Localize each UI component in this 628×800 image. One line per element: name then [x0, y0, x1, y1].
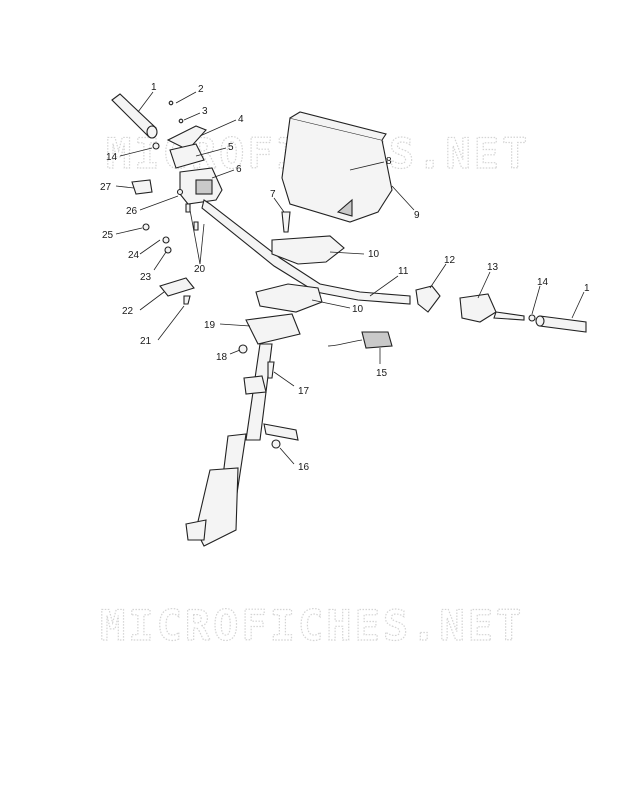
- callout-27: 27: [100, 182, 112, 193]
- callout-4: 4: [238, 114, 244, 125]
- part-17-bolt: [267, 361, 275, 379]
- callout-16: 16: [298, 462, 310, 473]
- callout-13: 13: [487, 262, 499, 273]
- callout-15: 15: [376, 368, 388, 379]
- steering-post: [185, 343, 273, 547]
- part-15-heater: [327, 331, 393, 349]
- callout-20: 20: [194, 264, 206, 275]
- part-12-lever: [415, 285, 441, 313]
- callout-7: 7: [270, 189, 276, 200]
- callout-18: 18: [216, 352, 228, 363]
- callout-8: 8: [386, 156, 392, 167]
- callout-1-right: 1: [584, 283, 590, 294]
- right-grip: [535, 315, 587, 333]
- part-3-screw: [178, 118, 184, 124]
- callout-25: 25: [102, 230, 114, 241]
- callout-12: 12: [444, 255, 456, 266]
- callout-10-lower: 10: [352, 304, 364, 315]
- callout-10-upper: 10: [368, 249, 380, 260]
- mounting-plate: [245, 313, 301, 345]
- left-grip: [111, 93, 158, 139]
- lower-clamp: [255, 283, 323, 313]
- left-hardware-stack: [142, 188, 199, 305]
- hood-cover: [281, 111, 393, 223]
- callout-23: 23: [140, 272, 152, 283]
- throttle-housing: [166, 125, 223, 205]
- callout-17: 17: [298, 386, 310, 397]
- part-14-right: [528, 314, 536, 322]
- callout-14-left: 14: [106, 152, 118, 163]
- watermark-bottom: MICROFICHES.NET: [100, 601, 524, 650]
- callout-26: 26: [126, 206, 138, 217]
- callout-9: 9: [414, 210, 420, 221]
- callout-24: 24: [128, 250, 140, 261]
- part-7-screw: [281, 211, 291, 233]
- callout-14-right: 14: [537, 277, 549, 288]
- part-16-sleeve: [263, 423, 299, 449]
- part-14-left: [152, 142, 160, 150]
- callout-labels: 1 2 3 4 5 6 7 8 9 10 10 11 12 13 14 1 15…: [100, 82, 590, 473]
- upper-clamp: [271, 235, 345, 265]
- callout-21: 21: [140, 336, 152, 347]
- callout-1-left: 1: [151, 82, 157, 93]
- leader-lines: [115, 91, 585, 465]
- part-13-housing: [459, 293, 525, 323]
- callout-6: 6: [236, 164, 242, 175]
- callout-5: 5: [228, 142, 234, 153]
- callout-19: 19: [204, 320, 216, 331]
- part-27-switch: [131, 179, 153, 195]
- part-2-screw: [168, 100, 174, 106]
- handlebar: [201, 199, 411, 305]
- part-18-nut: [238, 344, 248, 354]
- callout-22: 22: [122, 306, 134, 317]
- callout-3: 3: [202, 106, 208, 117]
- callout-11: 11: [398, 266, 409, 277]
- callout-2: 2: [198, 84, 204, 95]
